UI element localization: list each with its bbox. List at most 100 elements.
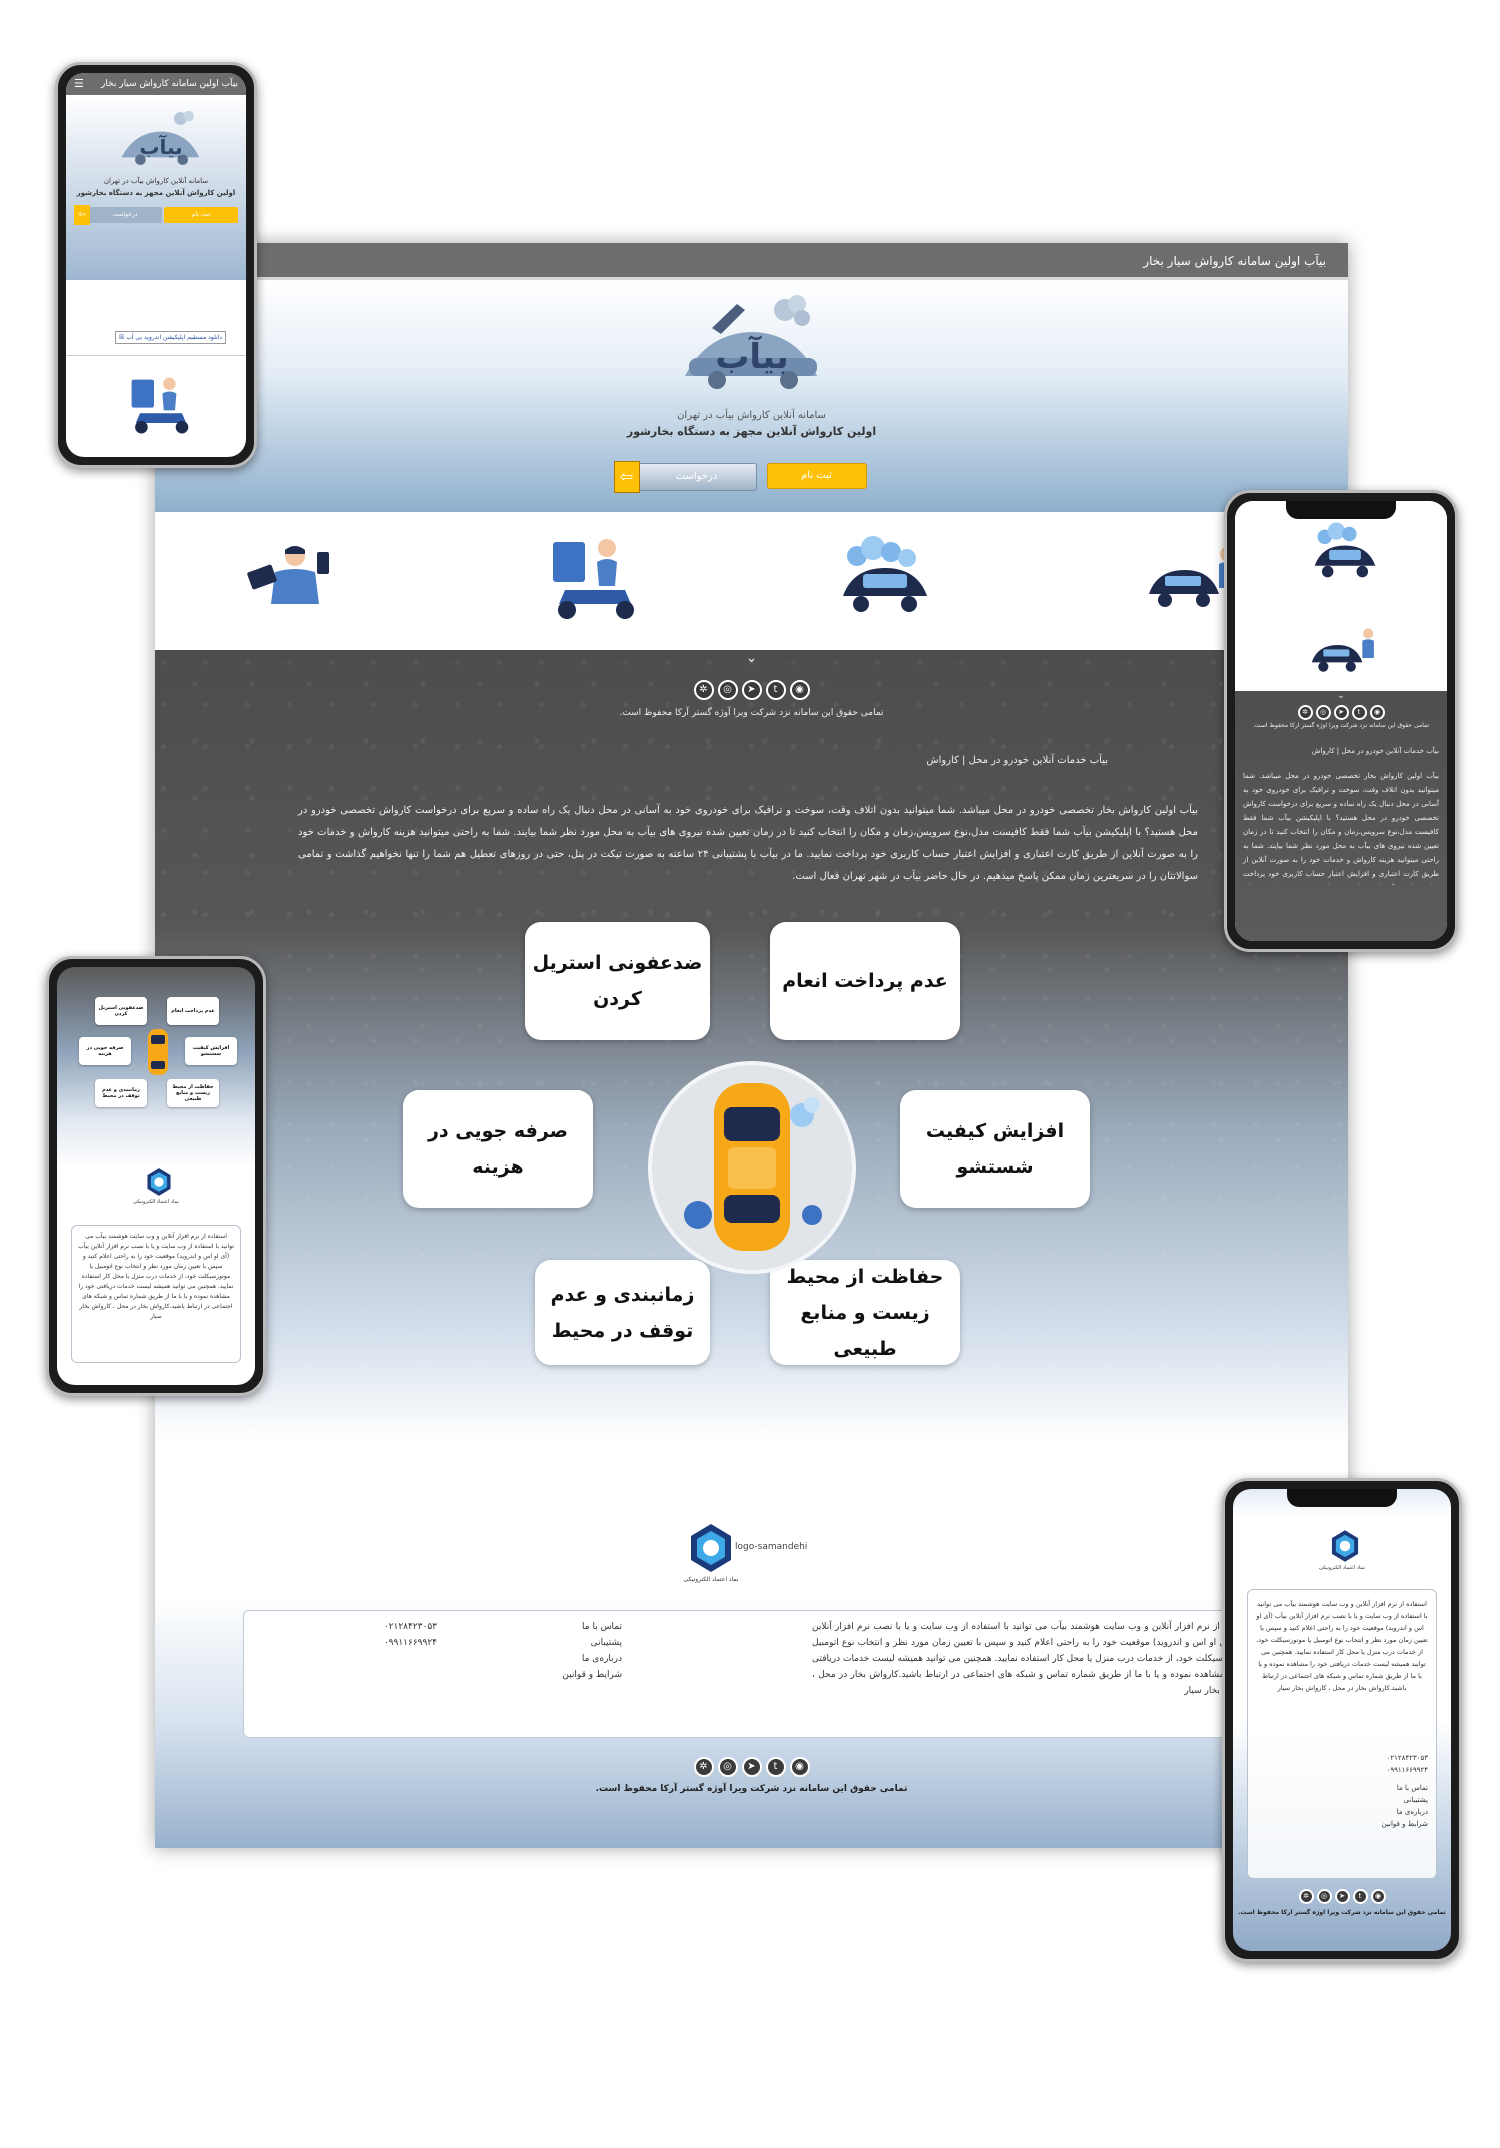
feature-bubble-environment: حفاظت از محیط زیست و منابع طبیعی bbox=[167, 1079, 219, 1107]
footer-link-contact[interactable]: تماس با ما bbox=[1396, 1784, 1428, 1792]
telegram-icon[interactable]: ➤ bbox=[1333, 705, 1349, 720]
footer-social-links: ✲ ◎ ➤ t ◉ bbox=[693, 1757, 810, 1777]
car-wash-foam-icon bbox=[843, 536, 927, 612]
footer-link-terms[interactable]: شرایط و قوانین bbox=[562, 1670, 622, 1680]
social-links: ✲ ◎ ➤ t ◉ bbox=[1235, 705, 1447, 720]
feature-label: افزایش کیفیت شستشو bbox=[925, 1120, 1065, 1178]
copyright-text: تمامی حقوق این سامانه نزد شرکت ویرا آوژه… bbox=[1238, 1909, 1446, 1916]
twitter-icon[interactable]: t bbox=[1351, 705, 1367, 720]
footer-links: تماس با ما پشتیبانی درباره‌ی ما شرایط و … bbox=[562, 1619, 622, 1683]
phone-screen: ⌄ ✲ ◎ ➤ t ◉ تمامی حقوق این سامانه نزد شر… bbox=[1235, 501, 1447, 941]
footer-phones: ۰۲۱۲۸۴۲۳۰۵۳ ۰۹۹۱۱۶۶۹۹۲۴ bbox=[384, 1619, 437, 1651]
phone-number[interactable]: ۰۲۱۲۸۴۲۳۰۵۳ bbox=[1386, 1754, 1428, 1762]
instagram-icon[interactable]: ◎ bbox=[717, 680, 738, 700]
footer-phones: ۰۲۱۲۸۴۲۳۰۵۳ ۰۹۹۱۱۶۶۹۹۲۴ bbox=[1256, 1752, 1428, 1776]
phone-mockup-top-right: ⌄ ✲ ◎ ➤ t ◉ تمامی حقوق این سامانه نزد شر… bbox=[1224, 490, 1458, 952]
feature-label: صرفه جویی در هزینه bbox=[427, 1120, 569, 1178]
instagram-icon[interactable]: ◎ bbox=[717, 1757, 738, 1777]
request-button[interactable]: درخواست ⇦ bbox=[613, 461, 757, 493]
footer-link-support[interactable]: پشتیبانی bbox=[590, 1638, 622, 1648]
footer-info-box: استفاده از نرم افزار آنلاین و وب سایت هو… bbox=[243, 1610, 1263, 1738]
car-wash-foam-icon bbox=[1314, 522, 1376, 578]
feature-bubble-cost-saving: صرفه جویی در هزینه bbox=[79, 1037, 131, 1065]
footer-link-about[interactable]: درباره‌ی ما bbox=[581, 1654, 622, 1664]
whatsapp-icon[interactable]: ◉ bbox=[1370, 1889, 1386, 1904]
feature-bubble-wash-quality: افزایش کیفیت شستشو bbox=[185, 1037, 237, 1065]
enamad-badge-icon[interactable] bbox=[687, 1522, 735, 1574]
download-app-link[interactable]: دانلود مستقیم اپلیکیشن اندروید بی آب ☒ bbox=[114, 331, 226, 344]
samandehi-logo[interactable]: logo-samandehi bbox=[735, 1542, 808, 1552]
feature-label: عدم پرداخت انعام bbox=[782, 970, 948, 992]
copyright-text: تمامی حقوق این سامانه نزد شرکت ویرا آوژه… bbox=[1252, 722, 1430, 729]
chevron-down-icon[interactable]: ⌄ bbox=[745, 650, 758, 666]
instagram-icon[interactable]: ◎ bbox=[1315, 705, 1331, 720]
mobile-about: ⌄ ✲ ◎ ➤ t ◉ تمامی حقوق این سامانه نزد شر… bbox=[1235, 691, 1447, 941]
twitter-icon[interactable]: t bbox=[1352, 1889, 1368, 1904]
download-app-label: دانلود مستقیم اپلیکیشن اندروید بی آب bbox=[126, 334, 222, 341]
footer-link-terms[interactable]: شرایط و قوانین bbox=[1381, 1820, 1428, 1828]
feature-label: حفاظت از محیط زیست و منابع طبیعی bbox=[786, 1265, 944, 1360]
footer-link-support[interactable]: پشتیبانی bbox=[1403, 1796, 1428, 1804]
register-button[interactable]: ثبت نام bbox=[766, 463, 867, 489]
footer-section: نماد اعتماد الکترونیکی logo-samandehi اس… bbox=[155, 1524, 1348, 1848]
register-button[interactable]: ثبت نام bbox=[164, 207, 238, 223]
phone-number[interactable]: ۰۹۹۱۱۶۶۹۹۲۴ bbox=[1386, 1766, 1428, 1774]
mobile-hero: بیآب سامانه آنلاین کارواش بیآب در تهران … bbox=[66, 95, 246, 280]
footer-info-box: استفاده از نرم افزار آنلاین و وب سایت هو… bbox=[1247, 1589, 1437, 1879]
apps-icon[interactable]: ✲ bbox=[693, 680, 714, 700]
telegram-icon[interactable]: ➤ bbox=[741, 680, 762, 700]
whatsapp-icon[interactable]: ◉ bbox=[1369, 705, 1385, 720]
phone-screen: ضدعفونی استریل کردن عدم پرداخت انعام صرف… bbox=[57, 967, 255, 1385]
apps-icon[interactable]: ✲ bbox=[1297, 705, 1313, 720]
apps-icon[interactable]: ✲ bbox=[693, 1757, 714, 1777]
about-features-section: ⌄ ✲ ◎ ➤ t ◉ تمامی حقوق این سامانه نزد شر… bbox=[155, 650, 1348, 1442]
phone-notch bbox=[1286, 501, 1396, 519]
top-bar-title: بیآب اولین سامانه کارواش سیار بخار bbox=[1143, 254, 1326, 268]
feature-label: صرفه جویی در هزینه bbox=[86, 1045, 124, 1057]
footer-link-contact[interactable]: تماس با ما bbox=[582, 1622, 622, 1632]
twitter-icon[interactable]: t bbox=[765, 680, 786, 700]
feature-bubble-cost-saving: صرفه جویی در هزینه bbox=[403, 1090, 593, 1208]
phone-mockup-middle-left: ضدعفونی استریل کردن عدم پرداخت انعام صرف… bbox=[46, 956, 266, 1396]
logo-text: بیآب bbox=[715, 335, 789, 377]
telegram-icon[interactable]: ➤ bbox=[741, 1757, 762, 1777]
feature-bubble-scheduling: زمانبندی و عدم توقف در محیط bbox=[535, 1260, 710, 1365]
mobile-tagline-2: اولین کارواش آنلاین مجهز به دستگاه بخارش… bbox=[76, 189, 236, 197]
hero-section: بیآب سامانه آنلاین کارواش بیآب در تهران … bbox=[155, 280, 1348, 512]
request-button-label: درخواست bbox=[675, 471, 718, 482]
about-title: بیآب خدمات آنلاین خودرو در محل | کارواش bbox=[926, 755, 1108, 766]
about-text: بیآب اولین کارواش بخار تخصصی خودرو در مح… bbox=[298, 805, 1198, 882]
enamad-badge-icon[interactable] bbox=[145, 1167, 173, 1197]
phone-number[interactable]: ۰۲۱۲۸۴۲۳۰۵۳ bbox=[383, 1622, 437, 1632]
feature-label: ضدعفونی استریل کردن bbox=[532, 952, 703, 1010]
logo-text: بیآب bbox=[139, 134, 182, 159]
delivery-scooter-icon bbox=[131, 377, 189, 434]
telegram-icon[interactable]: ➤ bbox=[1334, 1889, 1350, 1904]
about-text: بیآب اولین کارواش بخار تخصصی خودرو در مح… bbox=[1243, 772, 1439, 885]
chevron-down-icon[interactable]: ⌄ bbox=[1337, 691, 1345, 701]
car-customer-icon bbox=[1311, 628, 1374, 672]
feature-bubble-sterilize: ضدعفونی استریل کردن bbox=[525, 922, 710, 1040]
mobile-illustrations bbox=[1235, 501, 1447, 691]
enamad-badge-icon[interactable] bbox=[1329, 1529, 1361, 1563]
apps-icon[interactable]: ✲ bbox=[1298, 1889, 1314, 1904]
instagram-icon[interactable]: ◎ bbox=[1316, 1889, 1332, 1904]
feature-bubble-environment: حفاظت از محیط زیست و منابع طبیعی bbox=[770, 1260, 960, 1365]
hamburger-menu-icon[interactable]: ☰ bbox=[74, 77, 84, 90]
phone-notch bbox=[1287, 1489, 1397, 1507]
footer-link-about[interactable]: درباره‌ی ما bbox=[1396, 1808, 1428, 1816]
twitter-icon[interactable]: t bbox=[765, 1757, 786, 1777]
person-tablet-icon bbox=[247, 546, 329, 604]
whatsapp-icon[interactable]: ◉ bbox=[789, 680, 810, 700]
request-button[interactable]: درخواست bbox=[88, 207, 162, 223]
footer-description: استفاده از نرم افزار آنلاین و وب سایت هو… bbox=[812, 1622, 1252, 1696]
enamad-caption: نماد اعتماد الکترونیکی bbox=[1319, 1565, 1365, 1571]
delivery-scooter-icon bbox=[553, 539, 634, 619]
whatsapp-icon[interactable]: ◉ bbox=[789, 1757, 810, 1777]
copyright-text: تمامی حقوق این سامانه نزد شرکت ویرا آوژه… bbox=[619, 708, 884, 718]
enamad-caption: نماد اعتماد الکترونیکی bbox=[133, 1199, 179, 1205]
phone-screen: بیآب اولین سامانه کارواش سیار بخار ☰ بیآ… bbox=[66, 73, 246, 457]
phone-number[interactable]: ۰۹۹۱۱۶۶۹۹۲۴ bbox=[383, 1638, 437, 1648]
feature-label: ضدعفونی استریل کردن bbox=[98, 1005, 144, 1017]
arrow-left-icon: ⇦ bbox=[613, 461, 640, 493]
